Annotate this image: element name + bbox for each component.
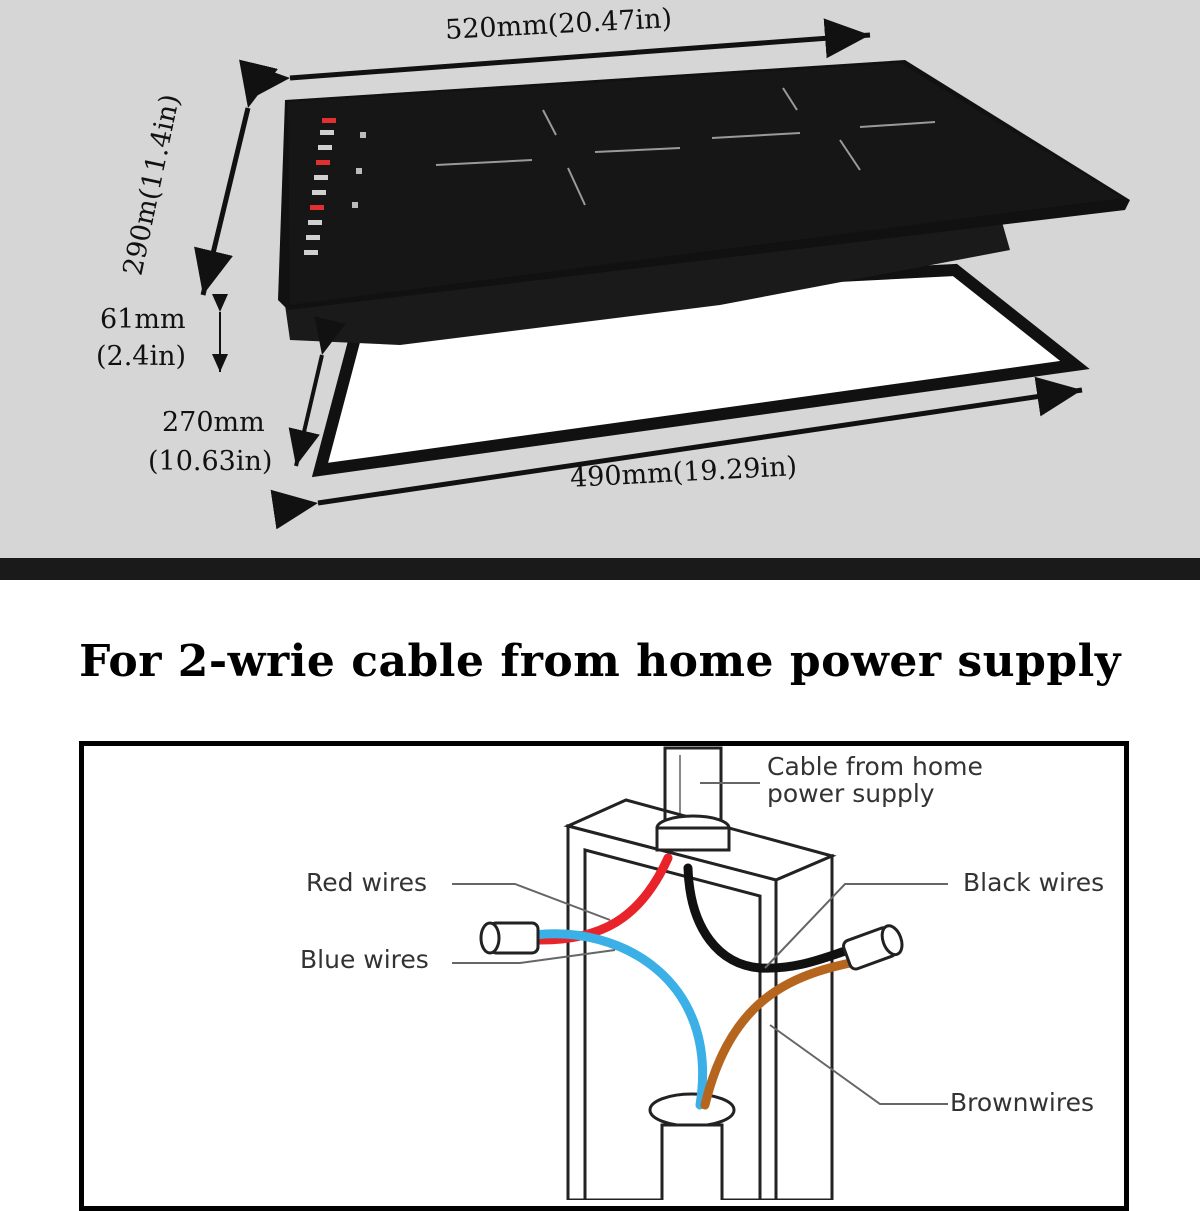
depth-arrow bbox=[194, 59, 278, 296]
cutout-depth-mm-label: 270mm bbox=[162, 407, 265, 438]
control-panel bbox=[304, 118, 366, 255]
right-wire-nut bbox=[842, 924, 904, 971]
brown-wire bbox=[700, 957, 860, 1110]
cable-label-line1: Cable from home bbox=[767, 752, 983, 781]
burner-zone-markings bbox=[435, 87, 936, 206]
cooktop-underbody bbox=[285, 215, 1010, 345]
red-wires-label: Red wires bbox=[306, 868, 427, 897]
cutout-depth-in-label: (10.63in) bbox=[148, 446, 273, 477]
width-arrow bbox=[243, 18, 871, 102]
blue-wire bbox=[530, 929, 707, 1110]
black-wire bbox=[683, 863, 860, 973]
wiring-heading: For 2-wrie cable from home power supply bbox=[79, 636, 1121, 687]
height-mm-label: 61mm bbox=[100, 304, 186, 335]
black-wires-label: Black wires bbox=[963, 868, 1105, 897]
cooktop-dimension-drawing bbox=[194, 18, 1130, 530]
blue-wires-label: Blue wires bbox=[300, 945, 429, 974]
cable-label-line2: power supply bbox=[767, 779, 935, 808]
left-wire-nut bbox=[479, 921, 540, 955]
brown-wires-label: Brownwires bbox=[950, 1088, 1094, 1117]
section-divider bbox=[0, 558, 1200, 580]
cutout-width-arrow bbox=[270, 376, 1083, 530]
label-leader-lines bbox=[452, 782, 948, 1105]
height-in-label: (2.4in) bbox=[96, 341, 187, 372]
red-wire bbox=[535, 853, 673, 945]
